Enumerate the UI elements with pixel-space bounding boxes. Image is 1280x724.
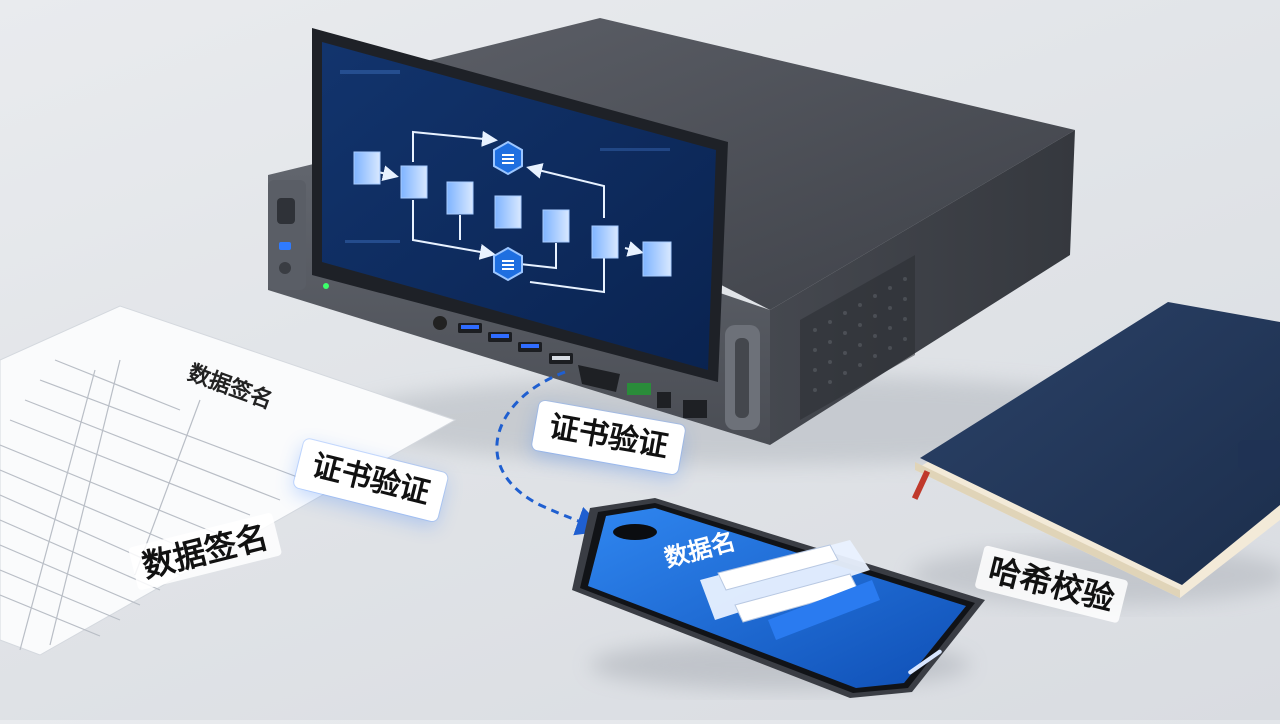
status-led-blue [279, 242, 291, 250]
transfer-arrow [495, 370, 607, 536]
notebook [911, 302, 1280, 598]
power-switch [277, 198, 295, 224]
terminal-block [627, 383, 651, 395]
status-led-green [323, 283, 329, 289]
ethernet-port [657, 392, 671, 408]
front-ports [433, 316, 707, 418]
serial-port [578, 365, 620, 392]
notebook-strap [1238, 440, 1280, 470]
vent-grill [800, 255, 915, 420]
phone-submit-button [768, 580, 880, 640]
bookmark-ribbon [911, 470, 931, 500]
hash-nodes [493, 140, 523, 282]
audio-jack [433, 316, 447, 330]
power-button [279, 262, 291, 274]
phone-input-field [717, 544, 839, 591]
dynamic-island [613, 524, 657, 540]
paper-document [0, 305, 457, 656]
ethernet-port [683, 400, 707, 418]
smartphone [572, 498, 985, 698]
monitor [312, 28, 728, 382]
flow-node-cubes [353, 151, 672, 277]
